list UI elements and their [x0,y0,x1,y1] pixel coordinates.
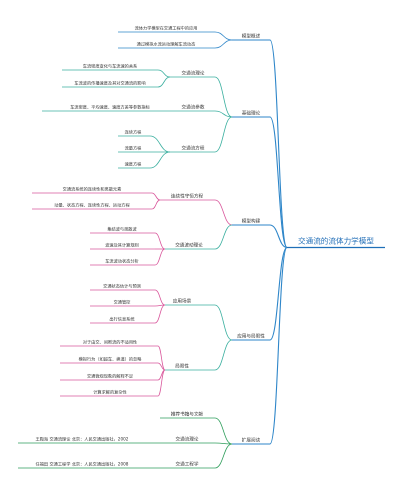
theory-connector-1 [214,110,233,118]
scenario-leaf-curve-0 [154,289,166,306]
leaf-momentum-equations[interactable]: 动量、状态方程、连续性方程、运动方程 [54,202,130,209]
building-connector-1 [214,224,233,250]
topic-application-scenarios[interactable]: 应用场景 [173,298,192,305]
leaf-continuity-equation[interactable]: 连续方程 [125,129,143,136]
leaf-continuity-discrete[interactable]: 交通流系统的连续性和离散元素 [63,186,122,193]
scenario-leaf-curve-2 [154,304,166,324]
reading-connector-0 [214,417,233,445]
leaf-overview-application[interactable]: 流体力学模型在交通工程中的应用 [135,25,198,32]
topic-traffic-flow-equations[interactable]: 交通流方程 [182,145,205,152]
topic-reading-traffic-flow-theory[interactable]: 交通流理论 [176,436,199,443]
trunk-line-4 [269,246,288,445]
building-connector-0 [214,199,233,226]
leaf-overview-simulation[interactable]: 通过模拟水流运动理解车流动态 [137,41,196,48]
root-topic[interactable]: 交通流的流体力学模型 [287,236,385,249]
leaf-travel-info-system[interactable]: 出行信息系统 [109,316,134,323]
limit-leaf-curve-3 [157,369,166,397]
leaf-book-ren[interactable]: 任福田 交通工程学 北京：人民交通出版社，2008 [36,461,129,468]
leaf-computation-complexity[interactable]: 计算求解的复杂性 [93,389,127,396]
trunk-line-0 [269,39,288,249]
topic-traffic-flow-theory[interactable]: 交通流理论 [182,70,205,77]
branch-application-limits[interactable]: 应用与局限性 [237,333,265,340]
leaf-density-speed-relation[interactable]: 车流密度变化与车流速的关系 [83,63,137,70]
wave-leaf-curve-2 [154,248,166,266]
trunk-line-3 [269,246,288,341]
connector-lines [18,31,288,469]
apply-connector-1 [214,339,233,371]
leaf-wave-speed-rules[interactable]: 波速及其计算规则 [105,242,139,249]
leaf-state-estimation[interactable]: 交通状态估计与预测 [103,283,141,290]
leaf-micro-explanation[interactable]: 交通微观现象的解释不足 [87,373,134,380]
overview-connector-1 [214,39,233,49]
topic-limitations[interactable]: 局限性 [175,363,189,370]
building-leaf-curve-1 [151,199,161,210]
root-label: 交通流的流体力学模型 [298,236,374,246]
topic-recommended-books[interactable]: 推荐书籍与文献 [171,411,204,418]
theory-connector-0 [214,76,233,118]
theory-leaf-curve-1 [157,76,171,88]
trunk-line-1 [269,116,288,249]
leaf-speed-equation[interactable]: 速度方程 [125,161,143,168]
trunk-line-2 [269,224,288,249]
leaf-interrupted-flow[interactable]: 对于由交、间断流的不适用性 [83,339,137,346]
reading-connector-2 [214,443,233,469]
reading-connector-1 [214,442,233,445]
leaf-queue-discharge-wave[interactable]: 集结波与疏散波 [107,226,137,233]
wave-leaf-curve-0 [154,232,166,250]
leaf-flow-equation[interactable]: 流量方程 [125,145,143,152]
theory-connector-2 [214,116,233,153]
building-leaf-curve-0 [151,192,161,201]
leaf-wave-propagation[interactable]: 车流波的传播速度及其对交通流的影响 [74,80,145,87]
branch-basic-theory[interactable]: 基础理论 [242,110,261,117]
leaf-wave-state-analysis[interactable]: 车流波动状态分析 [105,258,139,265]
equation-leaf-curve-0 [149,135,171,153]
limit-leaf-curve-0 [157,345,166,371]
apply-connector-0 [214,304,233,341]
leaf-parameter-indicators[interactable]: 车流密度、平均速度、速度方差等参数指标 [70,104,150,111]
topic-traffic-wave-theory[interactable]: 交通波动理论 [175,242,203,249]
leaf-traffic-control[interactable]: 交通管控 [114,299,132,306]
branch-further-reading[interactable]: 扩展阅读 [242,437,261,444]
topic-continuity-equation[interactable]: 连续性守恒方程 [171,193,204,200]
topic-traffic-flow-parameters[interactable]: 交通流参数 [182,104,205,111]
theory-leaf-curve-0 [157,69,171,78]
leaf-book-wang[interactable]: 王殿海 交通流理论 北京：人民交通出版社，2002 [36,436,129,443]
branch-model-overview[interactable]: 模型概述 [242,33,261,40]
branch-model-building[interactable]: 模型构建 [242,218,261,225]
topic-reading-traffic-engineering[interactable]: 交通工程学 [176,461,199,468]
equation-leaf-curve-2 [149,151,171,169]
leaf-behavior-ignored[interactable]: 模拟行为（如超车、换道）的忽略 [79,356,143,363]
overview-connector-0 [214,31,233,41]
